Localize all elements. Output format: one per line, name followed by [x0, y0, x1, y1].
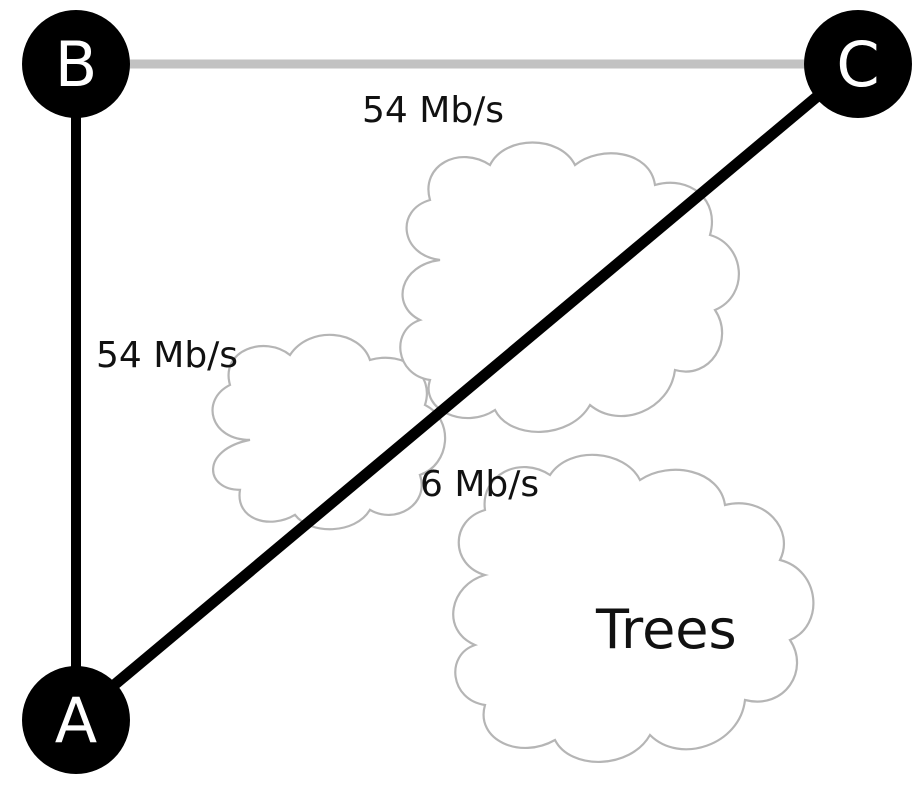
- trees-obstacle: [211, 141, 815, 763]
- trees-label: Trees: [595, 598, 737, 661]
- link-a-c: [72, 59, 860, 722]
- node-label-c: C: [836, 28, 879, 101]
- node-a: A: [22, 666, 130, 774]
- link-label-b-c: 54 Mb/s: [362, 90, 504, 131]
- node-label-b: B: [55, 28, 98, 101]
- links: [71, 59, 860, 722]
- node-b: B: [22, 10, 130, 118]
- link-label-a-c: 6 Mb/s: [420, 464, 539, 505]
- tree-cloud-icon: [211, 333, 447, 531]
- tree-cloud-icon: [452, 453, 815, 763]
- node-c: C: [804, 10, 912, 118]
- link-label-b-a: 54 Mb/s: [96, 335, 238, 376]
- tree-cloud-icon: [399, 141, 740, 433]
- node-label-a: A: [55, 684, 97, 757]
